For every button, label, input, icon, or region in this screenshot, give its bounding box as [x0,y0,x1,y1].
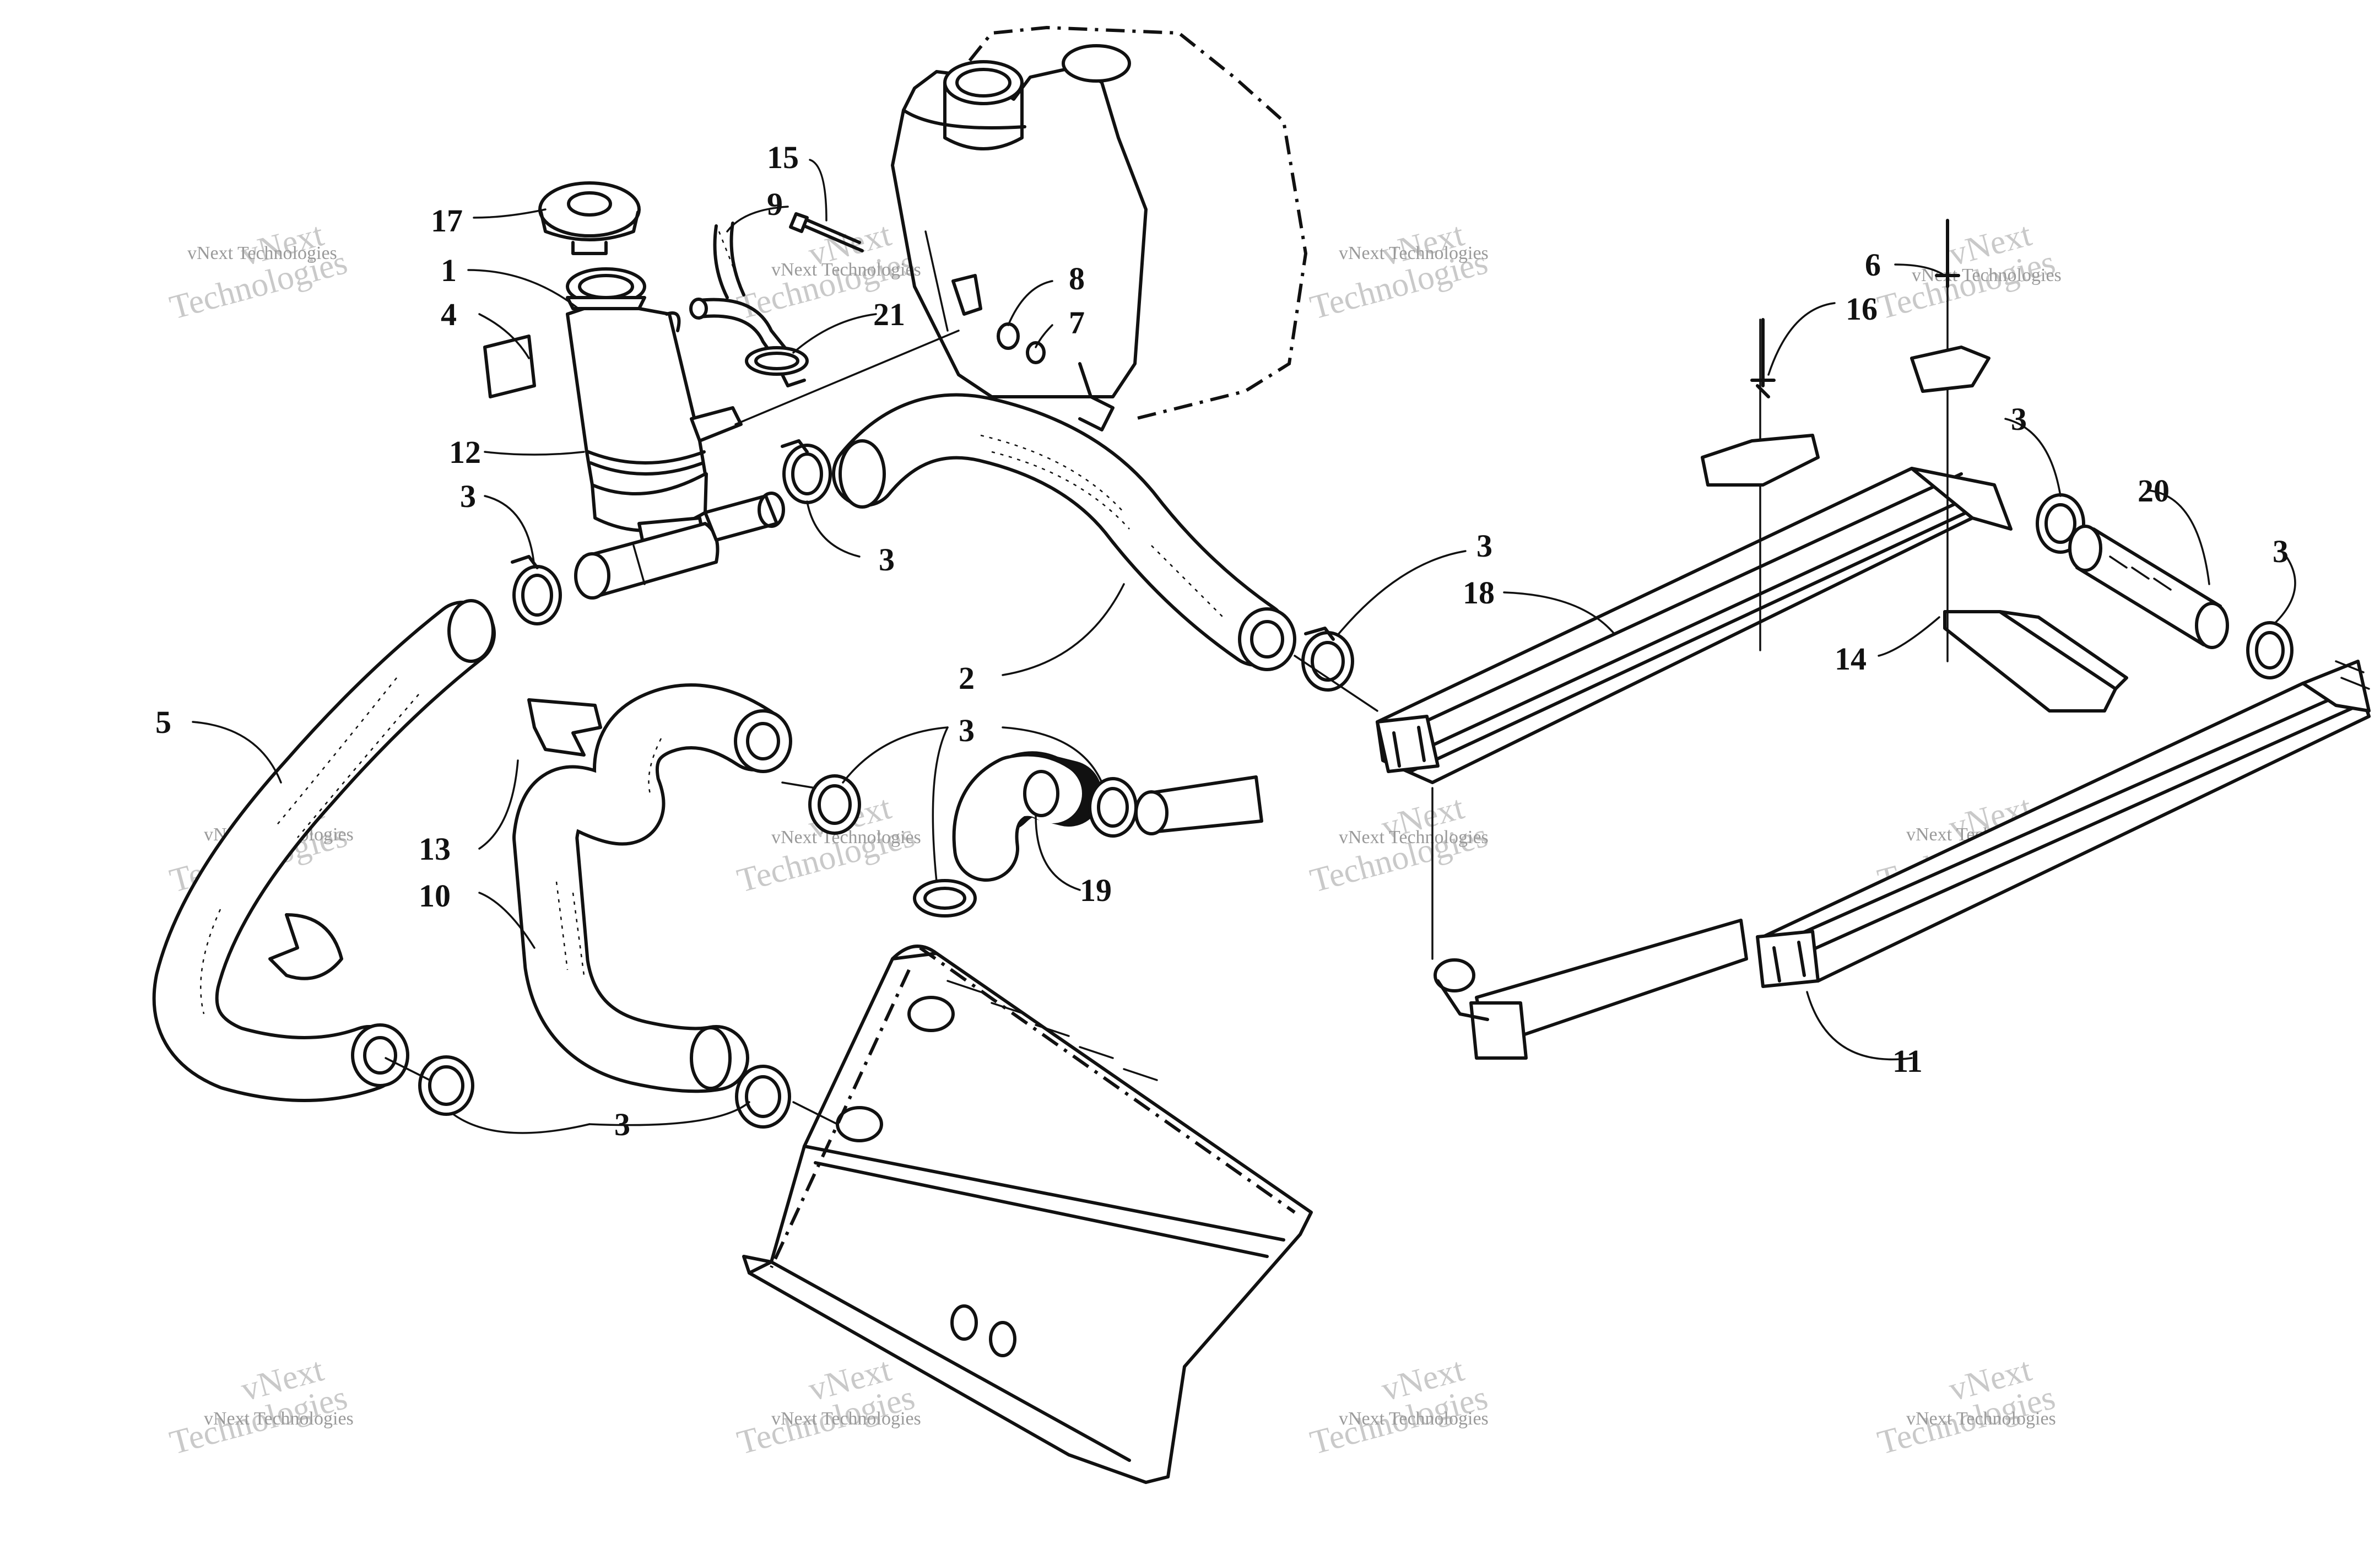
callout-1: 1 [441,252,457,288]
heat-exchanger-rail-lower [1756,660,2371,988]
watermark-caption: vNext Technologies [1339,827,1489,848]
callout-17: 17 [431,203,463,239]
label-decal [483,334,536,398]
tee-fitting [574,492,785,600]
hose-clamp [418,1055,474,1116]
watermark-caption: vNext Technologies [1339,243,1489,263]
watermark-caption: vNext Technologies [771,1409,921,1429]
callout-16: 16 [1846,291,1878,327]
watermark-caption: vNext Technologies [204,1409,354,1429]
hose-elbow [952,751,1263,882]
hose-clamp [781,439,832,504]
mount-bracket [1943,610,2128,713]
spring-clamps [268,698,602,980]
lower-connector [1434,919,1748,1060]
watermark-caption: vNext Technologies [1339,1409,1489,1429]
callout-3-c: 3 [614,1107,630,1142]
callout-3-d: 3 [959,713,975,748]
callout-13: 13 [419,831,451,867]
callout-19: 19 [1080,872,1112,908]
callout-12: 12 [449,434,481,470]
callout-3-e: 3 [1476,528,1492,564]
reservoir-tank [891,25,1308,431]
watermark-caption: vNext Technologies [771,260,921,280]
hose-center [512,683,792,1093]
callout-3-f: 3 [2011,401,2027,437]
watermark: vNext Technologies [1874,1351,2059,1462]
cross-tube [2068,525,2229,649]
watermark-caption: vNext Technologies [1912,265,2062,285]
hose-clamp [808,774,861,835]
callout-5: 5 [155,704,171,740]
hose-clamp [913,879,977,918]
expansion-tank [566,267,743,560]
watermark: vNext Technologies [166,215,351,327]
rivets-and-pads [1701,219,1990,662]
callout-4: 4 [441,296,457,332]
pressure-cap [538,181,641,255]
hose-clamp [511,555,562,625]
hose-upper [832,393,1296,671]
callout-18: 18 [1463,575,1495,611]
callout-6: 6 [1865,247,1881,283]
callout-21: 21 [873,296,905,332]
callout-8: 8 [1069,261,1085,296]
callout-20: 20 [2138,473,2170,509]
watermark: vNext Technologies [166,1351,351,1462]
callout-9: 9 [767,186,783,222]
callout-7: 7 [1069,305,1085,341]
overflow-tube [689,222,795,371]
heat-exchanger-panel [742,945,1313,1484]
callout-11: 11 [1892,1043,1923,1079]
callout-2: 2 [959,660,975,696]
hose-clamp [735,1065,791,1129]
assembly-lines [385,655,1434,1125]
mounting-hardware [734,212,1046,425]
callout-3-a: 3 [460,478,476,514]
callout-labels: 17 1 4 12 15 9 8 7 21 3 3 5 2 13 10 3 19… [155,139,2289,1142]
callout-14: 14 [1835,641,1867,677]
callout-leaders [192,159,2296,1134]
watermark: vNext Technologies [1306,1351,1491,1462]
callout-15: 15 [767,139,799,175]
hose-clamp [1088,777,1138,838]
watermark-caption: vNext Technologies [187,243,337,263]
hose-clamp [1301,627,1354,692]
callout-10: 10 [419,878,451,914]
callout-3-g: 3 [2273,533,2289,569]
hose-left [152,599,496,1102]
hose-clamp [2246,621,2294,679]
callout-3-b: 3 [879,542,895,578]
watermark: vNext Technologies [1306,215,1491,327]
watermark: vNext Technologies [733,1351,918,1462]
small-hose-clamp [745,346,809,387]
heat-exchanger-rail-upper [1376,467,2013,784]
watermark-caption: vNext Technologies [1906,1409,2056,1429]
